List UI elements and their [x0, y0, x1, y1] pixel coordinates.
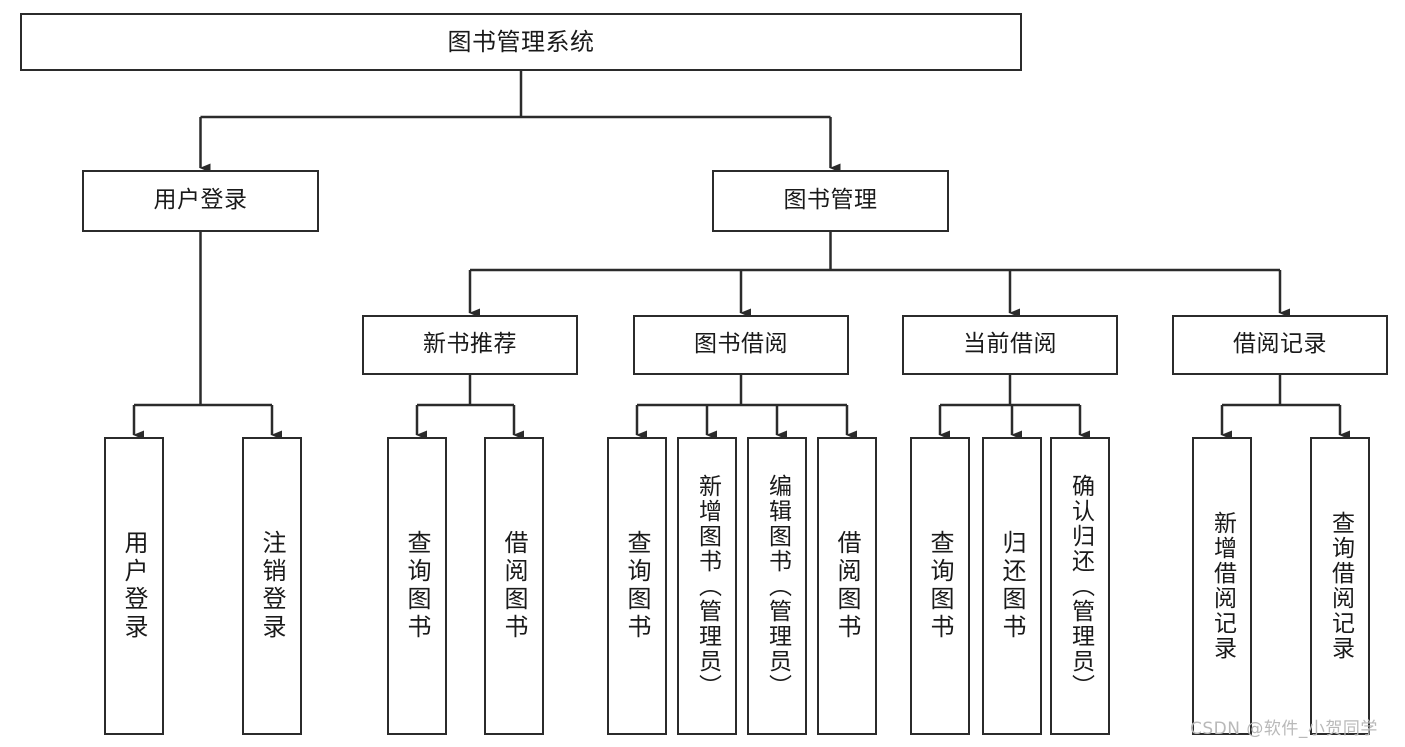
node-leaf-query-book-3-label: 查询图书 [926, 530, 954, 642]
node-root-system[interactable]: 图书管理系统 [20, 13, 1022, 71]
node-leaf-query-book-2-label: 查询图书 [623, 530, 651, 642]
node-leaf-confirm-return-admin[interactable]: 确认归还（管理员） [1050, 437, 1110, 735]
node-current-borrow-label: 当前借阅 [963, 331, 1057, 358]
node-leaf-edit-book-admin-label: 编辑图书（管理员） [764, 473, 791, 699]
node-leaf-add-borrow-record[interactable]: 新增借阅记录 [1192, 437, 1252, 735]
node-leaf-return-book[interactable]: 归还图书 [982, 437, 1042, 735]
node-new-book-recommend-label: 新书推荐 [423, 331, 517, 358]
node-leaf-query-book-2[interactable]: 查询图书 [607, 437, 667, 735]
node-leaf-borrow-book-1[interactable]: 借阅图书 [484, 437, 544, 735]
node-book-borrow[interactable]: 图书借阅 [633, 315, 849, 375]
node-leaf-confirm-return-admin-label: 确认归还（管理员） [1067, 473, 1094, 699]
node-leaf-logout-login-label: 注销登录 [258, 530, 286, 642]
node-leaf-query-borrow-record[interactable]: 查询借阅记录 [1310, 437, 1370, 735]
node-leaf-query-book-1-label: 查询图书 [403, 530, 431, 642]
node-leaf-user-login[interactable]: 用户登录 [104, 437, 164, 735]
node-book-manage[interactable]: 图书管理 [712, 170, 949, 232]
node-user-login-label: 用户登录 [153, 187, 248, 214]
node-leaf-borrow-book-2[interactable]: 借阅图书 [817, 437, 877, 735]
node-leaf-query-book-3[interactable]: 查询图书 [910, 437, 970, 735]
node-new-book-recommend[interactable]: 新书推荐 [362, 315, 578, 375]
node-leaf-return-book-label: 归还图书 [998, 530, 1026, 642]
edges-group [132, 71, 1350, 440]
node-leaf-edit-book-admin[interactable]: 编辑图书（管理员） [747, 437, 807, 735]
node-root-system-label: 图书管理系统 [447, 27, 595, 56]
node-leaf-borrow-book-1-label: 借阅图书 [500, 530, 528, 642]
node-leaf-query-borrow-record-label: 查询借阅记录 [1327, 511, 1354, 661]
node-leaf-add-book-admin[interactable]: 新增图书（管理员） [677, 437, 737, 735]
node-leaf-borrow-book-2-label: 借阅图书 [833, 530, 861, 642]
node-leaf-query-book-1[interactable]: 查询图书 [387, 437, 447, 735]
node-borrow-record-label: 借阅记录 [1233, 331, 1327, 358]
node-leaf-add-book-admin-label: 新增图书（管理员） [694, 473, 721, 699]
node-leaf-add-borrow-record-label: 新增借阅记录 [1209, 511, 1236, 661]
node-leaf-logout-login[interactable]: 注销登录 [242, 437, 302, 735]
node-current-borrow[interactable]: 当前借阅 [902, 315, 1118, 375]
node-book-manage-label: 图书管理 [783, 187, 878, 214]
node-user-login[interactable]: 用户登录 [82, 170, 319, 232]
node-leaf-user-login-label: 用户登录 [120, 530, 148, 642]
node-book-borrow-label: 图书借阅 [694, 331, 788, 358]
node-borrow-record[interactable]: 借阅记录 [1172, 315, 1388, 375]
